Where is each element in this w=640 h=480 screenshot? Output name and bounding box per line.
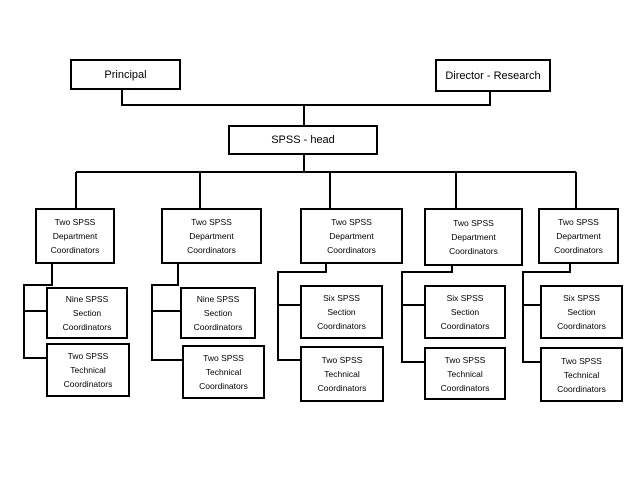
technical-coordinators-box: Two SPSS Technical Coordinators [424,347,506,400]
spss-head-box: SPSS - head [228,125,378,155]
department-coordinators-box: Two SPSS Department Coordinators [538,208,619,264]
section-coordinators-box: Nine SPSS Section Coordinators [46,287,128,339]
section-coordinators-box: Six SPSS Section Coordinators [300,285,383,339]
section-coordinators-box: Six SPSS Section Coordinators [540,285,623,339]
technical-coordinators-box: Two SPSS Technical Coordinators [540,347,623,402]
technical-coordinators-box: Two SPSS Technical Coordinators [46,343,130,397]
principal-box: Principal [70,59,181,90]
technical-coordinators-box: Two SPSS Technical Coordinators [182,345,265,399]
department-coordinators-box: Two SPSS Department Coordinators [300,208,403,264]
top-connector [121,88,491,106]
department-coordinators-box: Two SPSS Department Coordinators [424,208,523,266]
department-coordinators-box: Two SPSS Department Coordinators [35,208,115,264]
section-coordinators-box: Six SPSS Section Coordinators [424,285,506,339]
director-research-box: Director - Research [435,59,551,92]
technical-coordinators-box: Two SPSS Technical Coordinators [300,346,384,402]
department-coordinators-box: Two SPSS Department Coordinators [161,208,262,264]
section-coordinators-box: Nine SPSS Section Coordinators [180,287,256,339]
